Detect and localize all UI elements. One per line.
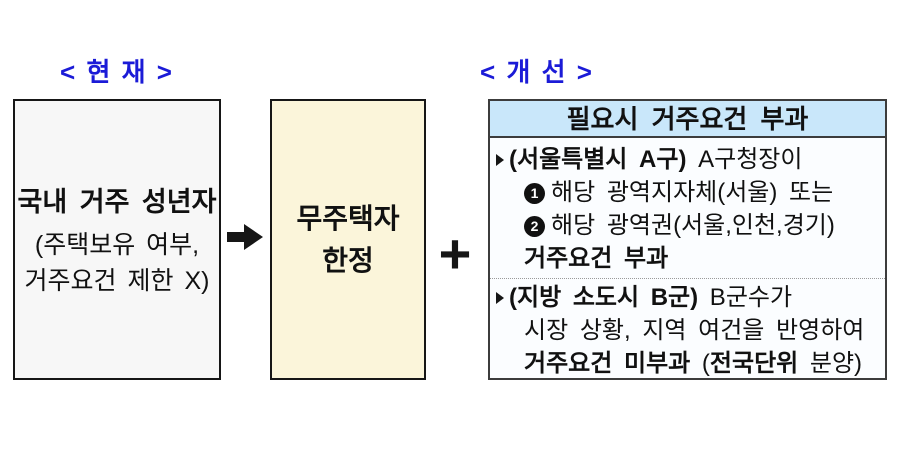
section1-intro-line: (서울특별시 A구) A구청장이	[495, 143, 879, 176]
current-box-subtext-line2: 거주요건 제한 X)	[24, 267, 210, 295]
section1-item1-line: 1 해당 광역지자체(서울) 또는	[495, 176, 879, 209]
current-eligibility-box: 국내 거주 성년자 (주택보유 여부, 거주요건 제한 X)	[13, 99, 221, 380]
section2-result-bold1: 거주요건 미부과	[524, 350, 691, 377]
section2-intro-rest: B군수가	[698, 284, 793, 311]
plus-operator: +	[438, 222, 472, 285]
section2-result-line: 거주요건 미부과 (전국단위 분양)	[495, 347, 879, 380]
right-arrow-icon	[227, 224, 263, 250]
bullet-triangle-icon	[496, 154, 504, 166]
section2-line2: 시장 상황, 지역 여건을 반영하여	[524, 317, 865, 344]
section1-result-line: 거주요건 부과	[495, 242, 879, 275]
circled-number-2-icon: 2	[524, 216, 545, 237]
section2-intro-bold: (지방 소도시 B군)	[509, 284, 699, 311]
section1-item2-line: 2 해당 광역권(서울,인천,경기)	[495, 209, 879, 242]
improved-policy-panel: 필요시 거주요건 부과 (서울특별시 A구) A구청장이 1 해당 광역지자체(서…	[488, 99, 887, 380]
middle-box-line2: 한정	[322, 244, 374, 276]
panel-body: (서울특별시 A구) A구청장이 1 해당 광역지자체(서울) 또는 2 해당 광역…	[490, 138, 885, 380]
section-divider	[490, 278, 885, 279]
section1-item1-text: 해당 광역지자체(서울) 또는	[551, 179, 834, 206]
section2-result-end: 분양)	[798, 350, 863, 377]
panel-header: 필요시 거주요건 부과	[490, 101, 885, 138]
section2-intro-line: (지방 소도시 B군) B군수가	[495, 281, 879, 314]
homeless-only-box: 무주택자 한정	[270, 99, 426, 380]
improved-section-title: < 개 선 >	[480, 57, 594, 87]
current-box-subtext-line1: (주택보유 여부,	[34, 231, 200, 259]
middle-box-line1: 무주택자	[296, 202, 400, 234]
circled-number-1-icon: 1	[524, 183, 545, 204]
section1-intro-bold: (서울특별시 A구)	[509, 146, 687, 173]
section1-item2-text: 해당 광역권(서울,인천,경기)	[551, 212, 835, 239]
section1-result-bold: 거주요건 부과	[524, 245, 669, 272]
section1-intro-rest: A구청장이	[686, 146, 803, 173]
bullet-triangle-icon	[496, 292, 504, 304]
current-section-title: < 현 재 >	[60, 57, 174, 87]
current-box-title: 국내 거주 성년자	[17, 187, 217, 217]
section2-result-mid: (	[690, 350, 710, 377]
section2-result-bold2: 전국단위	[709, 350, 799, 377]
